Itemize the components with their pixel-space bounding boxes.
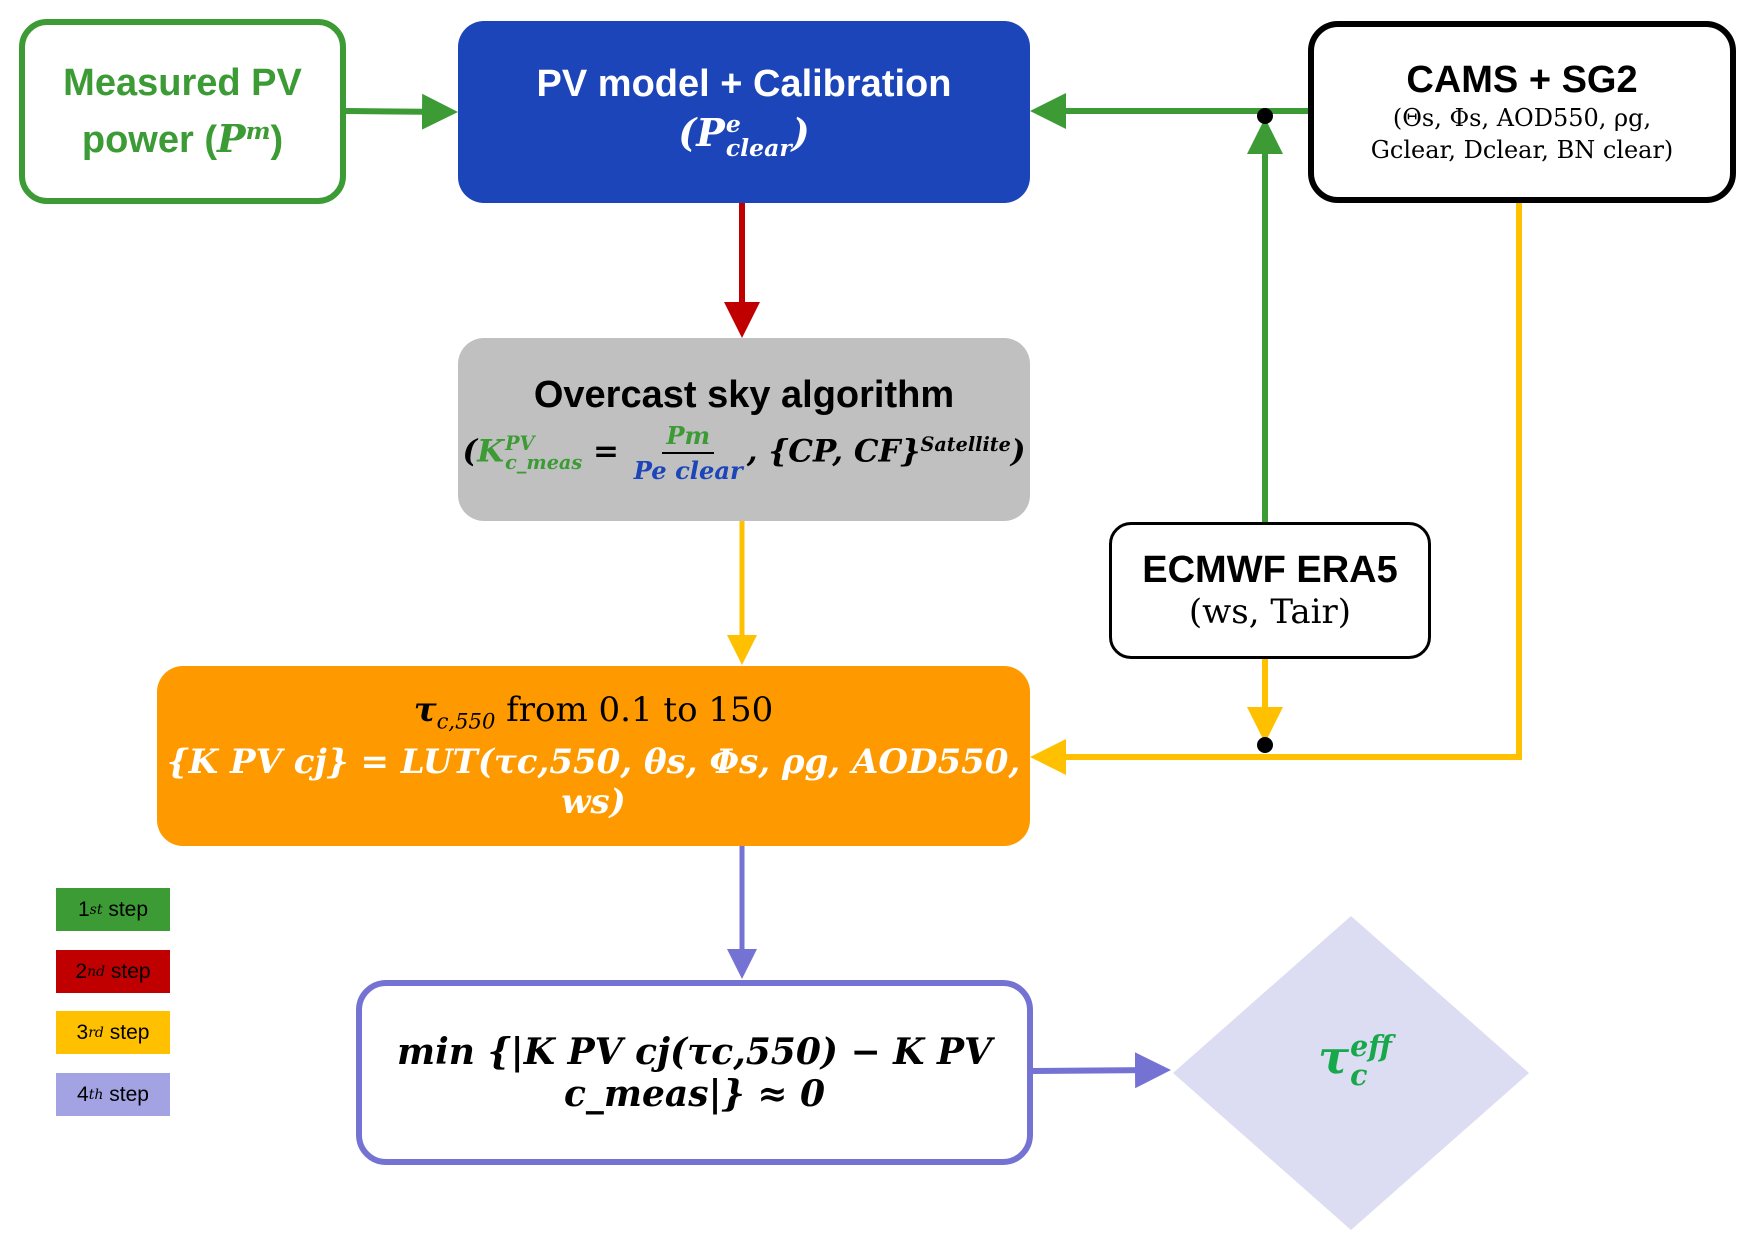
legend-label: step	[109, 1020, 150, 1044]
legend-ord: nd	[87, 963, 106, 980]
lut-rhs: = LUT(τc,550, θs, Φs, ρg, AOD550, ws)	[360, 741, 1021, 822]
arrow-min-to-result	[1032, 1052, 1171, 1089]
legend-label: step	[109, 1082, 149, 1106]
lut-line1: τc,550 from 0.1 to 150	[414, 690, 774, 733]
legend-num: 3	[76, 1020, 89, 1044]
legend-ord: rd	[88, 1024, 104, 1041]
node-lut[interactable]: τc,550 from 0.1 to 150 {K PV cj} = LUT(τ…	[157, 666, 1030, 846]
pv-sub: clear	[725, 133, 792, 162]
result-symbol: τ	[1318, 1030, 1350, 1084]
legend-num: 2	[75, 959, 88, 983]
fraction-numerator: Pm	[662, 421, 715, 454]
pv-symbol: P	[696, 110, 725, 156]
measured-sup: m	[245, 117, 271, 146]
lut-lhs: {K PV cj}	[166, 741, 349, 782]
junction-dot-bottom	[1257, 737, 1273, 753]
measured-title-line2: power (Pm)	[82, 107, 283, 164]
pv-model-title: PV model + Calibration	[536, 63, 952, 106]
lut-line2: {K PV cj} = LUT(τc,550, θs, Φs, ρg, AOD5…	[157, 742, 1030, 822]
tau-sub: c,550	[436, 708, 496, 734]
min-formula: min {|K PV cj(τc,550) − K PV c_meas|} ≈ …	[362, 1031, 1027, 1115]
overcast-title: Overcast sky algorithm	[533, 374, 955, 416]
era5-params: (ws, Tair)	[1188, 592, 1352, 632]
legend-label: step	[108, 897, 149, 921]
node-ecmwf-era5[interactable]: ECMWF ERA5 (ws, Tair)	[1109, 522, 1431, 659]
legend-label: step	[110, 959, 151, 983]
pv-sup: e	[725, 110, 741, 139]
legend-ord: st	[89, 901, 103, 918]
fraction-denominator: Pe clear	[633, 456, 743, 485]
line-cams-to-lut	[1030, 203, 1522, 775]
era5-title: ECMWF ERA5	[1142, 549, 1398, 591]
result-sup: eff	[1350, 1029, 1392, 1064]
measured-symbol: P	[216, 115, 246, 161]
node-measured-pv-power[interactable]: Measured PV power (Pm)	[19, 19, 346, 204]
result-diamond[interactable]	[1173, 916, 1529, 1230]
cams-title: CAMS + SG2	[1406, 58, 1638, 101]
node-cams-sg2[interactable]: CAMS + SG2 (Θs, Φs, AOD550, ρg, Gclear, …	[1308, 21, 1736, 203]
measured-close: )	[270, 118, 284, 161]
legend-num: 4	[77, 1082, 89, 1106]
measured-title-line1: Measured PV	[63, 62, 302, 105]
legend-num: 1	[77, 897, 90, 921]
arrow-measured-to-pv	[345, 93, 458, 130]
kc-meas-sub: c_meas	[505, 451, 583, 474]
min-prefix: min	[397, 1030, 475, 1073]
cp-cf-set: {CP, CF}	[768, 433, 921, 470]
kc-meas-symbol: K	[477, 433, 505, 470]
tau-symbol: τ	[413, 690, 437, 731]
measured-label: power (	[81, 118, 217, 161]
result-sub: c	[1350, 1058, 1368, 1092]
tau-range: from 0.1 to 150	[495, 690, 774, 731]
cams-params-line2: Gclear, Dclear, BN clear)	[1370, 135, 1674, 164]
legend-ord: th	[88, 1086, 104, 1103]
cams-params-line1: (Θs, Φs, AOD550, ρg,	[1392, 103, 1652, 132]
min-expr: {|K PV cj(τc,550) − K PV c_meas|} ≈ 0	[487, 1030, 993, 1115]
node-minimization[interactable]: min {|K PV cj(τc,550) − K PV c_meas|} ≈ …	[356, 980, 1033, 1165]
satellite-sup: Satellite	[920, 432, 1011, 456]
kc-meas-sup: PV	[505, 431, 535, 455]
junction-dot-top	[1257, 108, 1273, 124]
